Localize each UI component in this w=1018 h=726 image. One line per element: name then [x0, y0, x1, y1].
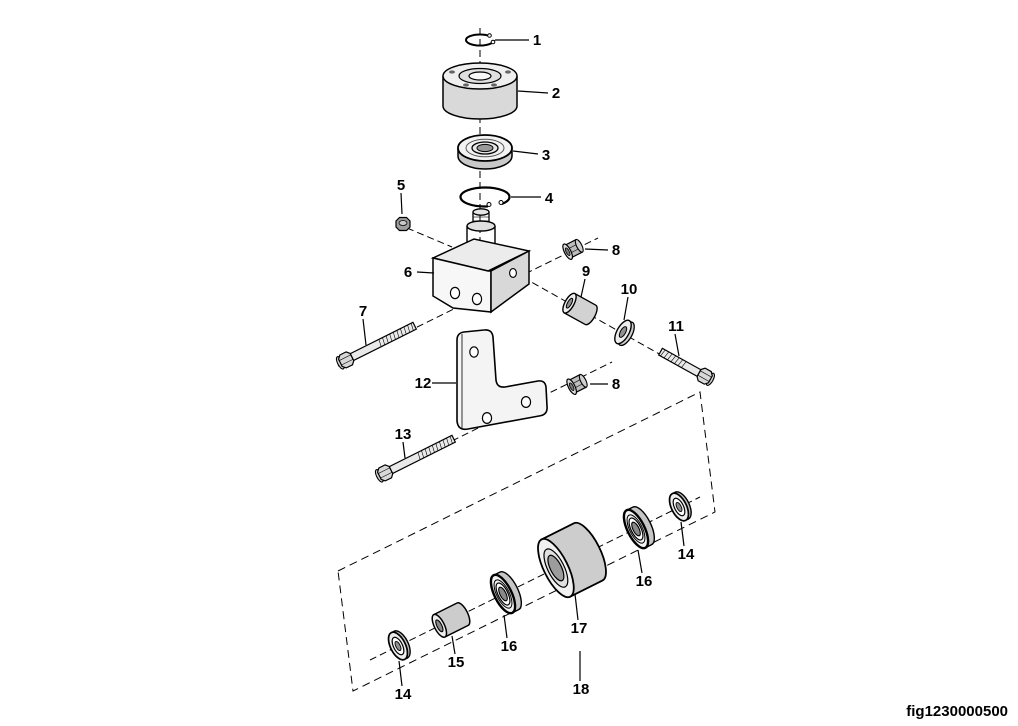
callout-14-left: 14 — [395, 686, 412, 703]
part-1-retaining-ring — [465, 33, 499, 47]
callout-11: 11 — [668, 318, 684, 335]
callout-18: 18 — [573, 681, 590, 698]
callout-8-bottom: 8 — [612, 376, 620, 393]
callout-14-right: 14 — [678, 546, 695, 563]
callout-6: 6 — [404, 264, 412, 281]
construction-lines — [337, 28, 716, 692]
part-8-flange-nut-bottom — [564, 371, 591, 397]
part-6-swivel-bracket — [430, 208, 532, 314]
callout-2: 2 — [552, 85, 560, 102]
callout-8-top: 8 — [612, 242, 620, 259]
callout-1: 1 — [533, 32, 541, 49]
callout-3: 3 — [542, 147, 550, 164]
callout-9: 9 — [582, 263, 590, 280]
part-7-hex-bolt — [334, 318, 419, 372]
part-16-bearing-left — [484, 567, 528, 618]
callout-10: 10 — [621, 281, 638, 298]
callout-17: 17 — [571, 620, 588, 637]
leader-lines — [362, 39, 685, 687]
callout-7: 7 — [359, 303, 367, 320]
part-14-seal-left — [383, 627, 415, 664]
callout-16-left: 16 — [501, 638, 518, 655]
callout-5: 5 — [397, 177, 405, 194]
part-17-roller — [537, 521, 607, 599]
callout-labels: 1 2 3 4 5 6 7 8 9 10 11 12 13 8 14 16 17… — [359, 32, 695, 703]
axis-nut5 — [406, 227, 453, 248]
axis-wheel-group — [369, 496, 701, 661]
part-3-ball-bearing — [457, 134, 513, 170]
callout-15: 15 — [448, 654, 465, 671]
part-14-seal-right — [664, 488, 696, 525]
part-15-spacer-bushing — [431, 602, 471, 638]
callout-13: 13 — [395, 426, 412, 443]
part-16-bearing-right — [617, 502, 661, 553]
part-9-spacer — [562, 292, 598, 326]
part-5-nut — [395, 216, 411, 232]
figure-id: fig1230000500 — [906, 703, 1008, 720]
part-4-snap-ring — [459, 186, 511, 210]
callout-16-right: 16 — [636, 573, 653, 590]
assembly-boundary-box — [337, 391, 716, 692]
part-13-hex-bolt — [373, 431, 458, 485]
part-2-bearing-housing — [442, 62, 518, 120]
part-8-flange-nut-top — [560, 236, 587, 262]
callout-4: 4 — [545, 190, 554, 207]
part-10-washer — [614, 319, 635, 347]
part-12-angle-bracket — [456, 329, 548, 431]
part-11-hex-bolt — [656, 344, 717, 388]
callout-12: 12 — [415, 375, 432, 392]
